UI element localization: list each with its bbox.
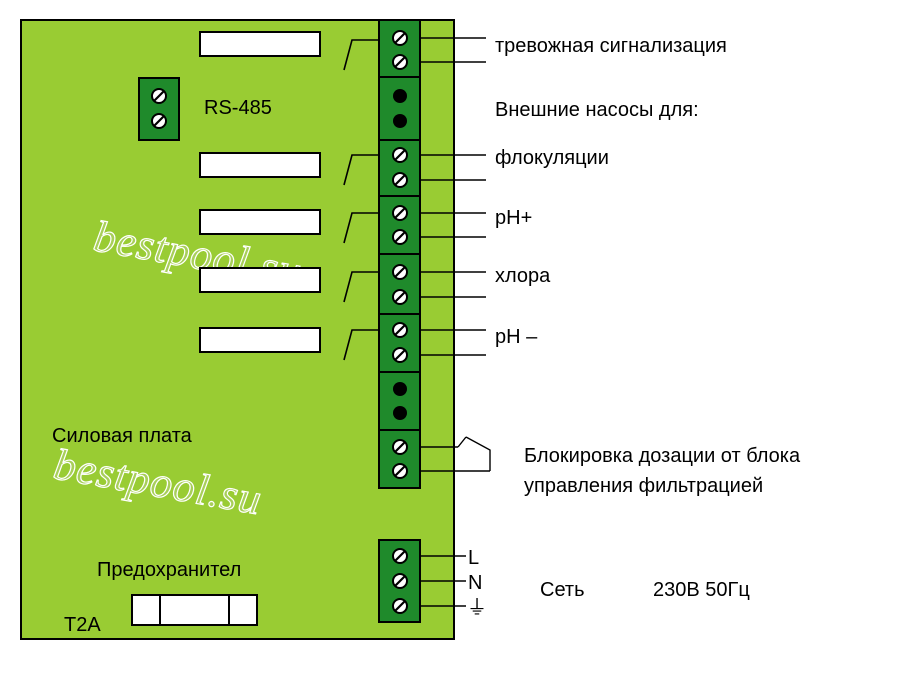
label-alarm: тревожная сигнализация (495, 35, 727, 57)
label-ph-plus: pH+ (495, 207, 532, 229)
output-wires (420, 37, 486, 356)
fuse-rating: T2A (64, 614, 101, 636)
fuse-icon (131, 594, 258, 626)
mains-wires (420, 555, 466, 607)
mains-N: N (468, 572, 482, 594)
mains-spec: 230В 50Гц (653, 579, 750, 601)
relay-ph-plus (199, 209, 321, 235)
mains-label: Сеть (540, 579, 584, 601)
unused-terminals (393, 89, 407, 420)
terminal-screws (392, 30, 408, 479)
label-flocculation: флокуляции (495, 147, 609, 169)
terminal-dividers (379, 76, 420, 431)
interlock-contact (420, 436, 491, 472)
relay-flocculation (199, 152, 321, 178)
fuse-label: Предохранител (97, 559, 241, 581)
label-pumps-header: Внешние насосы для: (495, 99, 699, 121)
earth-icon: ⏚ (467, 597, 487, 619)
relay-alarm (199, 31, 321, 57)
mains-screws (392, 548, 408, 614)
mains-L: L (468, 547, 479, 569)
rs485-screws (151, 88, 167, 129)
label-interlock-2: управления фильтрацией (524, 475, 763, 497)
relay-contacts (343, 39, 378, 361)
rs485-label: RS-485 (204, 97, 272, 119)
relay-chlorine (199, 267, 321, 293)
rs485-terminal (138, 77, 180, 141)
label-chlorine: хлора (495, 265, 551, 287)
label-interlock-1: Блокировка дозации от блока (524, 445, 801, 467)
board-name: Силовая плата (52, 425, 193, 447)
label-ph-minus: pH – (495, 326, 538, 348)
relay-ph-minus (199, 327, 321, 353)
